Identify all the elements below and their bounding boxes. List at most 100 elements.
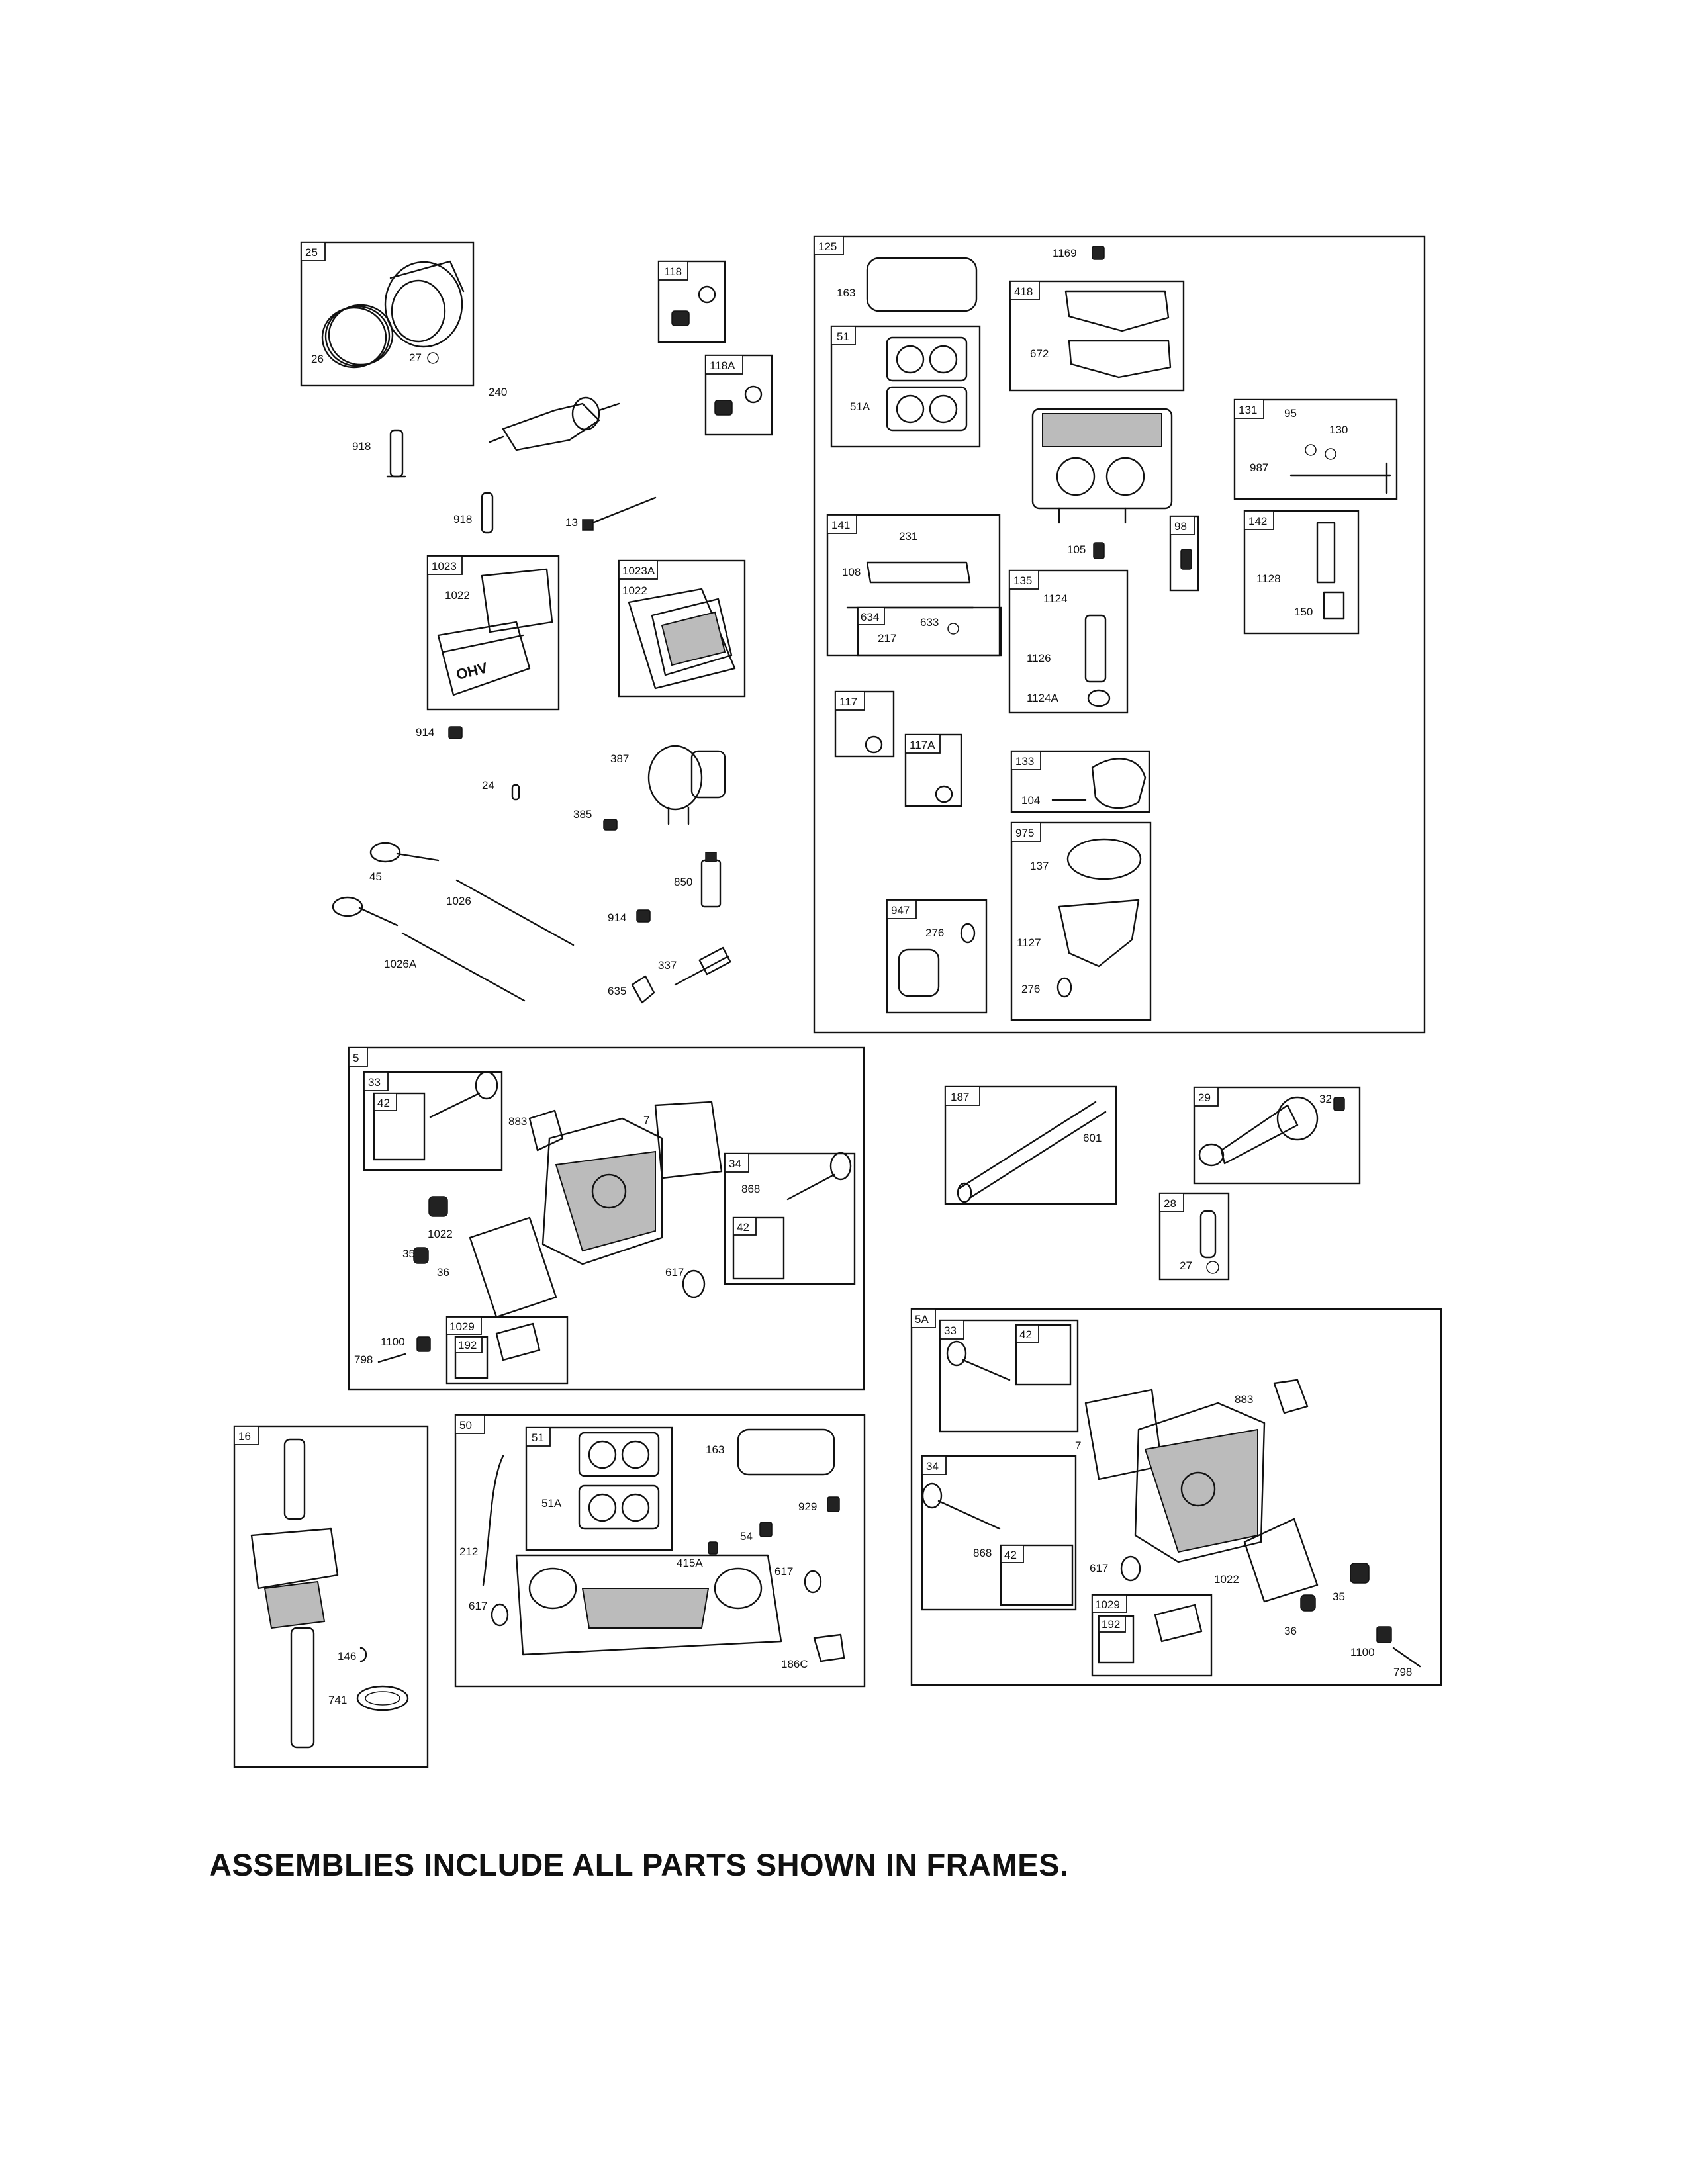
frame-25-piston-assembly: 25 26 27 — [300, 241, 475, 387]
pin-icon — [511, 784, 520, 801]
part-label: 1169 — [1053, 247, 1077, 259]
part-label: 337 — [658, 959, 677, 972]
part-label: 276 — [1021, 983, 1040, 995]
part-label: 883 — [1235, 1393, 1253, 1406]
part-label: 276 — [925, 927, 944, 939]
float-icon — [1091, 758, 1147, 809]
part-label: 741 — [328, 1694, 347, 1706]
spark-plug-icon — [674, 946, 731, 986]
push-rod-icon — [455, 879, 575, 946]
elbow-fitting-icon — [813, 1633, 845, 1662]
gasket-icon — [1068, 340, 1172, 379]
o-ring-icon — [682, 1269, 706, 1298]
frame-tag: 42 — [377, 1097, 390, 1109]
part-label: 212 — [459, 1545, 478, 1558]
frame-tag: 33 — [368, 1076, 381, 1089]
part-label: 798 — [354, 1353, 373, 1366]
frame-tag: 42 — [1004, 1549, 1017, 1561]
intake-gasket-icon — [886, 336, 968, 432]
loose-parts-middle-left: 914 24 387 385 45 1026 1026A 850 — [332, 726, 731, 1004]
nut-icon — [416, 1336, 431, 1352]
push-rod-icon — [401, 932, 526, 1002]
part-label: 146 — [338, 1650, 356, 1662]
part-label: 1022 — [428, 1228, 453, 1240]
part-label: 1026 — [446, 895, 471, 907]
part-label: 163 — [706, 1443, 724, 1456]
rocker-arm-icon — [495, 1322, 541, 1361]
part-label: 54 — [740, 1530, 753, 1543]
part-label: 617 — [1090, 1562, 1108, 1574]
valve-cover-icon — [651, 598, 733, 676]
crankshaft-icon — [250, 1438, 339, 1749]
frame-tag: 51 — [532, 1432, 544, 1444]
valve-icon — [946, 1340, 1011, 1381]
spring-icon — [428, 1196, 448, 1217]
part-label: 633 — [920, 616, 939, 629]
head-gasket-icon — [654, 1101, 723, 1179]
o-ring-icon — [1056, 977, 1072, 998]
timing-gear-icon — [356, 1685, 409, 1711]
screw-icon — [708, 1541, 718, 1555]
gasket-icon — [481, 568, 553, 633]
part-label: 1100 — [1350, 1646, 1375, 1659]
part-label: 27 — [1180, 1259, 1192, 1272]
frame-187-tube: 187 601 — [944, 1085, 1117, 1205]
frame-tag: 1029 — [1095, 1598, 1120, 1611]
frame-29-connecting-rod: 29 32 — [1193, 1086, 1361, 1185]
carburetor-body-icon — [1031, 408, 1173, 524]
plate-icon — [1323, 591, 1345, 620]
o-ring-icon — [865, 735, 883, 754]
fitting-icon — [1093, 542, 1105, 559]
svg-text:OHV: OHV — [455, 659, 490, 683]
part-label: 186C — [781, 1658, 808, 1670]
spring-icon — [1350, 1563, 1370, 1584]
dowel-pin-icon — [386, 429, 406, 478]
gasket-icon — [1273, 1379, 1309, 1414]
part-label: 850 — [674, 876, 692, 888]
intake-manifold-icon — [515, 1554, 782, 1656]
frame-tag: 131 — [1239, 404, 1257, 416]
part-label: 32 — [1319, 1093, 1332, 1105]
frame-tag: 1023 — [432, 560, 457, 572]
gasket-icon — [1243, 1518, 1319, 1603]
frame-tag: 98 — [1174, 520, 1187, 533]
part-label: 617 — [469, 1600, 487, 1612]
breather-tube-icon — [957, 1101, 1107, 1203]
valve-icon — [786, 1152, 852, 1201]
emulsion-tube-icon — [1084, 614, 1107, 683]
part-label: 27 — [409, 351, 422, 364]
washer-icon — [1305, 444, 1317, 456]
frame-tag: 16 — [238, 1430, 251, 1443]
part-label: 868 — [973, 1547, 992, 1559]
fitting-icon — [714, 400, 733, 416]
bolt-icon — [1333, 1097, 1345, 1111]
frame-5a-cylinder-head: 5A 33 42 34 868 42 883 7 617 — [910, 1308, 1442, 1686]
nut-icon — [1376, 1626, 1392, 1643]
part-label: 617 — [665, 1266, 684, 1279]
frame-5-cylinder-head: 5 33 42 883 7 1022 35 36 34 868 — [348, 1046, 865, 1391]
part-label: 918 — [352, 440, 371, 453]
frame-tag: 25 — [305, 246, 318, 259]
part-label: 13 — [565, 516, 578, 529]
screw-icon — [1092, 246, 1105, 260]
bracket-icon — [866, 561, 971, 584]
frame-tag: 42 — [1019, 1328, 1032, 1341]
part-label: 105 — [1067, 543, 1086, 556]
loose-parts-upper-left: 240 918 918 13 — [352, 386, 657, 534]
o-ring-icon — [744, 385, 763, 404]
part-label: 240 — [489, 386, 507, 398]
assemblies-note: ASSEMBLIES INCLUDE ALL PARTS SHOWN IN FR… — [209, 1847, 1069, 1882]
frame-tag: 50 — [459, 1419, 472, 1432]
frame-tag: 34 — [729, 1158, 741, 1170]
wrist-pin-icon — [1199, 1210, 1217, 1259]
part-label: 231 — [899, 530, 917, 543]
spring-icon — [1180, 549, 1192, 570]
valve-icon — [429, 1071, 498, 1118]
frame-118: 118 — [657, 260, 726, 343]
stud-icon — [377, 1353, 406, 1363]
part-label: 387 — [610, 752, 629, 765]
o-ring-icon — [960, 923, 976, 944]
part-label: 95 — [1284, 407, 1297, 420]
frame-tag: 5 — [353, 1052, 359, 1064]
